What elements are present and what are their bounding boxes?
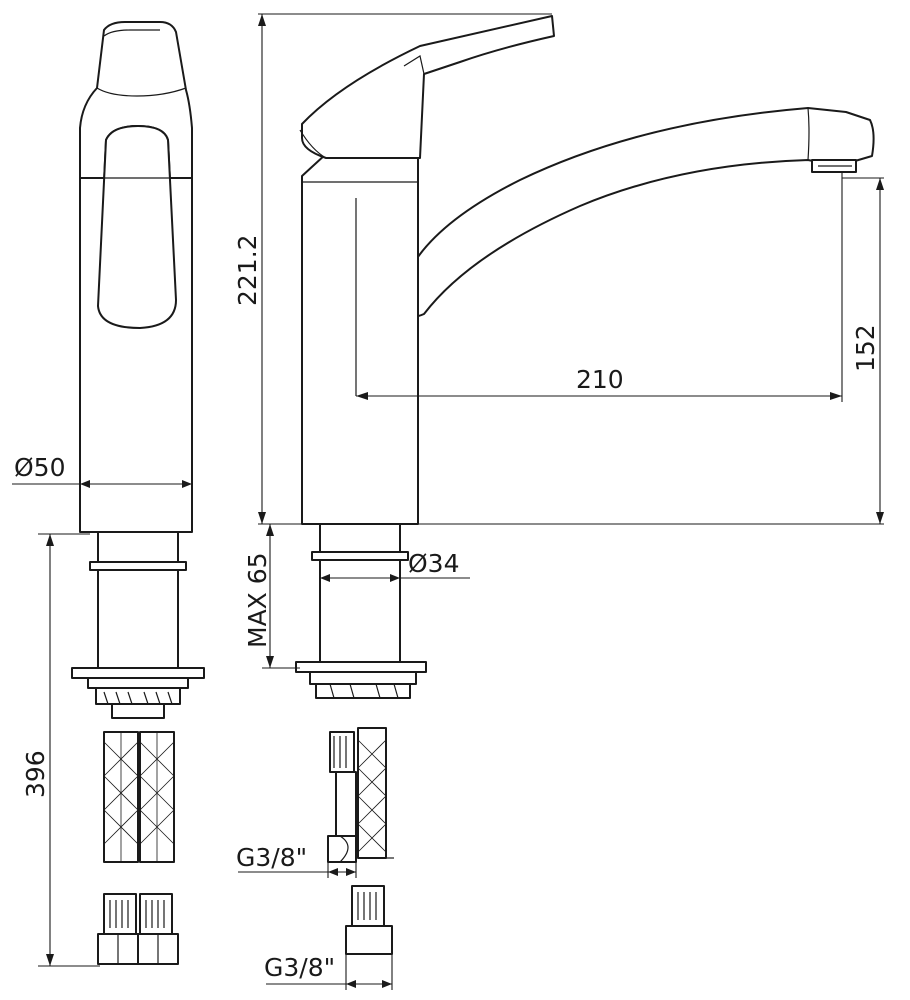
- side-view: 221.2 210 152 Ø34 MAX 65 G3/8": [233, 13, 884, 990]
- dim-connection-lower: G3/8": [264, 953, 335, 982]
- front-shank: [97, 531, 179, 669]
- side-hose: [327, 727, 394, 863]
- spout: [399, 107, 875, 318]
- dim-connection-upper: G3/8": [236, 843, 307, 872]
- side-shank: [319, 523, 401, 663]
- side-fitting: [345, 885, 393, 955]
- dim-spout-height: 152: [851, 324, 880, 372]
- side-base-plate: [295, 661, 427, 673]
- front-fittings: [97, 893, 179, 965]
- dim-spout-reach: 210: [576, 365, 624, 394]
- dim-total-height: 221.2: [233, 234, 262, 306]
- front-braided-hoses: [103, 731, 175, 863]
- side-body: [301, 153, 419, 525]
- dim-shank-diameter: Ø34: [408, 549, 460, 578]
- dim-max-thickness: MAX 65: [243, 552, 272, 648]
- side-handle: [301, 15, 555, 159]
- dim-body-diameter: Ø50: [14, 453, 66, 482]
- front-view: Ø50 396: [12, 21, 205, 967]
- front-base-plate: [71, 667, 205, 679]
- dim-hose-length: 396: [21, 750, 50, 798]
